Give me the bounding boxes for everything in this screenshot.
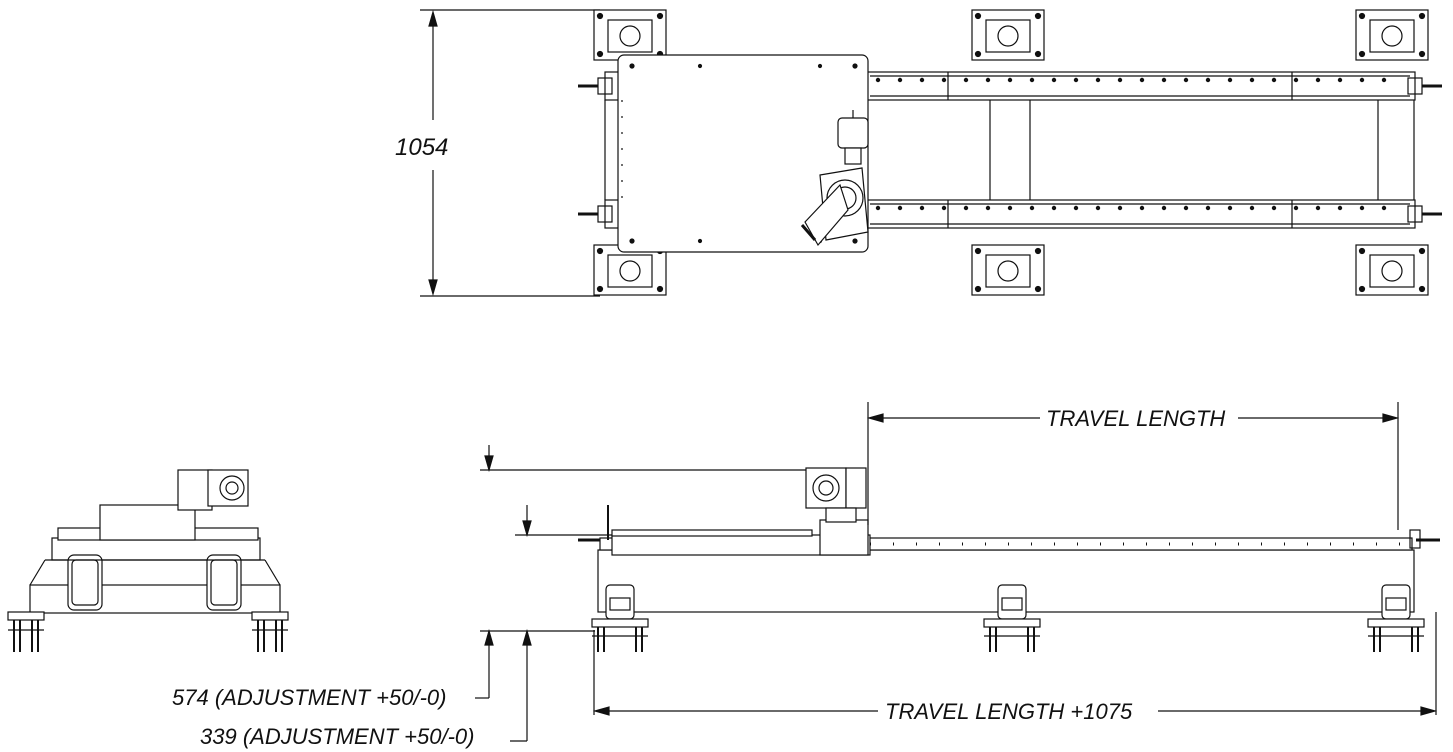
side-view [578, 467, 1440, 652]
carriage-plate [617, 54, 869, 253]
gearmotor-top [800, 110, 869, 247]
end-stops [578, 77, 1442, 223]
rail-hole [1227, 205, 1233, 211]
leveling-foot [971, 244, 1045, 296]
rail-hole [1117, 77, 1123, 83]
top-view: 1054 [395, 9, 1442, 297]
rail-hole [1249, 205, 1255, 211]
rail-hole [1183, 205, 1189, 211]
leveling-foot-side [1367, 584, 1425, 652]
leveling-foot-end [7, 611, 45, 652]
leveling-foot-side [591, 584, 649, 652]
travel-length-dimension: TRAVEL LENGTH [866, 402, 1400, 530]
rail-hole [1073, 77, 1079, 83]
rail-hole [985, 205, 991, 211]
rail-hole [1271, 205, 1277, 211]
rail-hole [1205, 77, 1211, 83]
rail-hole [1249, 77, 1255, 83]
leveling-foot-end [251, 611, 289, 652]
side-view-feet [591, 584, 1425, 652]
rail-hole [1337, 77, 1343, 83]
rail-hole [875, 77, 881, 83]
rail-hole [941, 205, 947, 211]
rail-hole [1381, 205, 1387, 211]
rail-hole [1139, 205, 1145, 211]
rail-hole [1095, 77, 1101, 83]
height-339-label: 339 (ADJUSTMENT +50/-0) [200, 724, 474, 749]
rail-hole [963, 77, 969, 83]
frame-cross-members [604, 100, 1415, 200]
height-dimension-574: 574 (ADJUSTMENT +50/-0) [172, 445, 806, 710]
rail-hole [1359, 205, 1365, 211]
height-dimension-339: 339 (ADJUSTMENT +50/-0) [200, 505, 612, 749]
total-length-dimension: TRAVEL LENGTH +1075 [592, 612, 1438, 724]
rail-hole [1139, 77, 1145, 83]
leveling-foot [1355, 244, 1429, 296]
rail-hole [1161, 77, 1167, 83]
leveling-feet-top [593, 9, 1429, 296]
width-label: 1054 [395, 134, 448, 161]
rail-hole [1183, 77, 1189, 83]
rail-hole [1161, 205, 1167, 211]
leveling-foot [971, 9, 1045, 61]
rail-hole [897, 205, 903, 211]
height-574-label: 574 (ADJUSTMENT +50/-0) [172, 685, 446, 710]
leveling-foot-side [983, 584, 1041, 652]
leveling-foot [593, 9, 667, 61]
rail-hole [1315, 77, 1321, 83]
rail-holes [875, 77, 1387, 211]
rail-hole [1051, 77, 1057, 83]
upper-rail [604, 71, 1416, 101]
rail-hole [1029, 205, 1035, 211]
end-view [7, 469, 289, 652]
width-dimension: 1054 [395, 9, 600, 297]
lower-rail [604, 199, 1416, 229]
rail-hole [1095, 205, 1101, 211]
rail-hole [1227, 77, 1233, 83]
rail-hole [941, 77, 947, 83]
rail-hole [1051, 205, 1057, 211]
leveling-foot [1355, 9, 1429, 61]
rail-hole [919, 205, 925, 211]
rail-hole [1073, 205, 1079, 211]
rail-hole [1205, 205, 1211, 211]
end-view-feet [7, 611, 289, 652]
rail-hole [963, 205, 969, 211]
rail-hole [985, 77, 991, 83]
rail-hole [919, 77, 925, 83]
rail-hole [1007, 205, 1013, 211]
leveling-foot [593, 244, 667, 296]
rail-hole [1029, 77, 1035, 83]
rail-hole [1315, 205, 1321, 211]
rail-hole [1381, 77, 1387, 83]
rail-hole [1271, 77, 1277, 83]
rail-hole [1293, 77, 1299, 83]
total-length-label: TRAVEL LENGTH +1075 [885, 699, 1133, 724]
rail-hole [897, 77, 903, 83]
rail-hole [1117, 205, 1123, 211]
rail-hole [1293, 205, 1299, 211]
rail-hole [1007, 77, 1013, 83]
rail-hole [1337, 205, 1343, 211]
rail-hole [1359, 77, 1365, 83]
rail-hole [875, 205, 881, 211]
travel-length-label: TRAVEL LENGTH [1046, 406, 1225, 431]
